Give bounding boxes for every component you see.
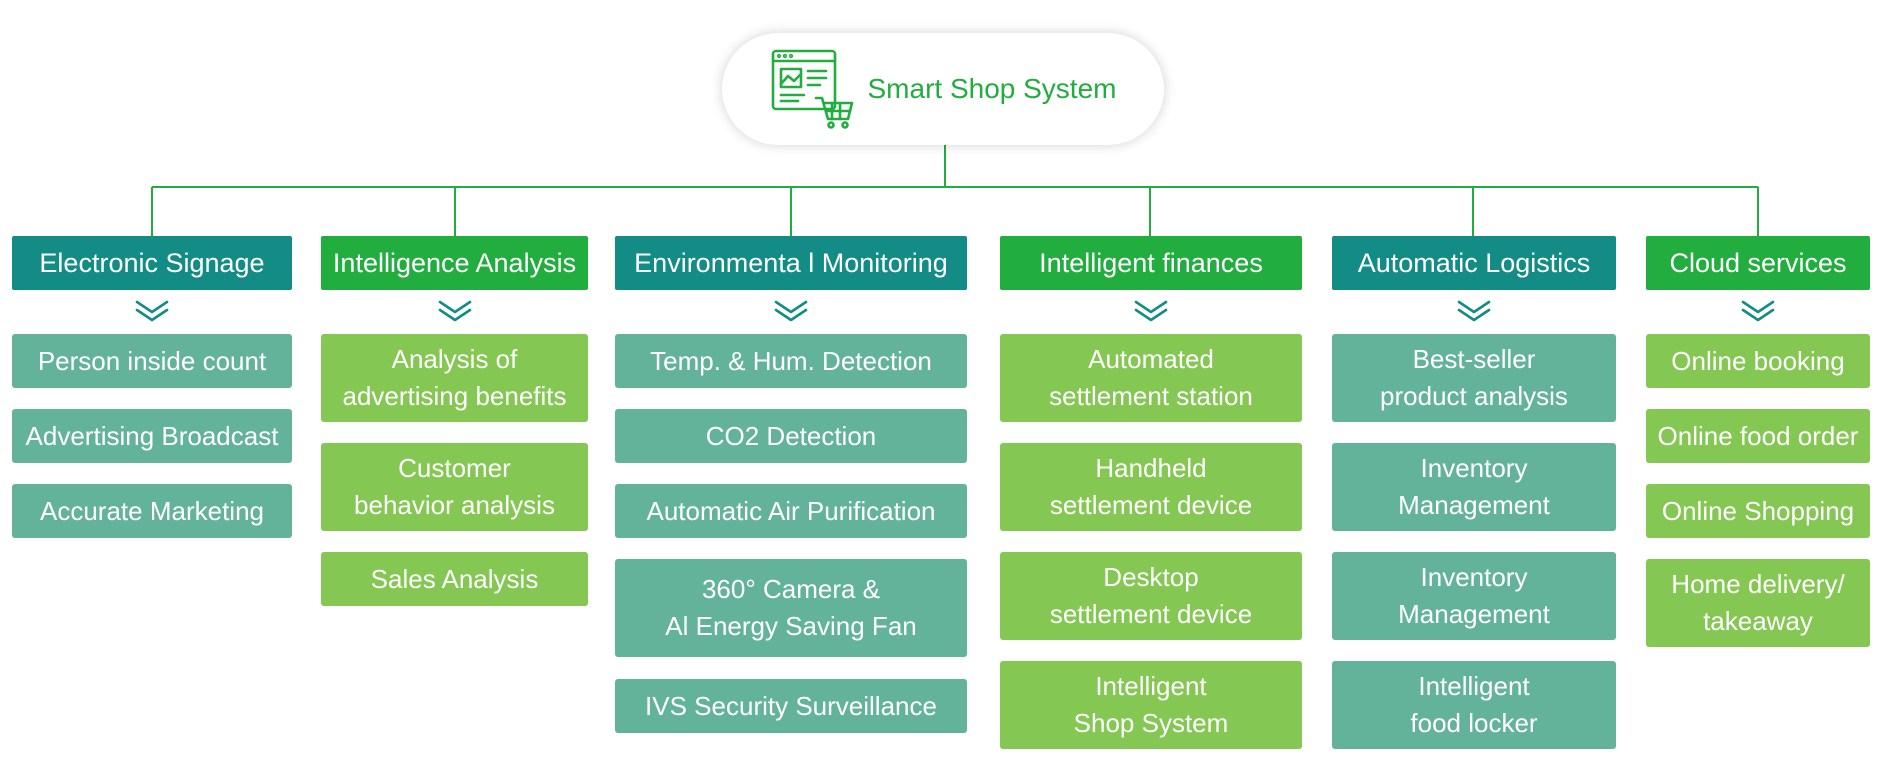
feature-item: Accurate Marketing: [12, 484, 292, 538]
category-header: Electronic Signage: [12, 236, 292, 290]
feature-item: Automated settlement station: [1000, 334, 1302, 422]
root-title: Smart Shop System: [867, 73, 1117, 104]
feature-item: Online food order: [1646, 409, 1870, 463]
feature-item: Temp. & Hum. Detection: [615, 334, 967, 388]
category-header: Intelligence Analysis: [321, 236, 588, 290]
double-chevron-down-icon: [438, 300, 471, 322]
double-chevron-down-icon: [135, 300, 169, 322]
feature-item: 360° Camera & Al Energy Saving Fan: [615, 559, 967, 657]
double-chevron-down-icon: [1134, 300, 1168, 322]
double-chevron-down-icon: [1741, 300, 1775, 322]
feature-item: Online Shopping: [1646, 484, 1870, 538]
feature-item: CO2 Detection: [615, 409, 967, 463]
category-header: Intelligent finances: [1000, 236, 1302, 290]
feature-item: Person inside count: [12, 334, 292, 388]
feature-item: Inventory Management: [1332, 443, 1616, 531]
double-chevron-down-icon: [1457, 300, 1491, 322]
shop-screen-cart-icon: [771, 49, 853, 129]
feature-item: Automatic Air Purification: [615, 484, 967, 538]
double-chevron-down-icon: [774, 300, 808, 322]
feature-item: Best-seller product analysis: [1332, 334, 1616, 422]
feature-item: Intelligent Shop System: [1000, 661, 1302, 749]
feature-item: Advertising Broadcast: [12, 409, 292, 463]
root-node: Smart Shop System: [722, 33, 1164, 145]
category-header: Automatic Logistics: [1332, 236, 1616, 290]
feature-item: Customer behavior analysis: [321, 443, 588, 531]
category-header: Cloud services: [1646, 236, 1870, 290]
feature-item: Desktop settlement device: [1000, 552, 1302, 640]
feature-item: Home delivery/ takeaway: [1646, 559, 1870, 647]
feature-item: Online booking: [1646, 334, 1870, 388]
feature-item: Intelligent food locker: [1332, 661, 1616, 749]
feature-item: Inventory Management: [1332, 552, 1616, 640]
feature-item: IVS Security Surveillance: [615, 679, 967, 733]
feature-item: Handheld settlement device: [1000, 443, 1302, 531]
feature-item: Sales Analysis: [321, 552, 588, 606]
feature-item: Analysis of advertising benefits: [321, 334, 588, 422]
category-header: Environmenta l Monitoring: [615, 236, 967, 290]
